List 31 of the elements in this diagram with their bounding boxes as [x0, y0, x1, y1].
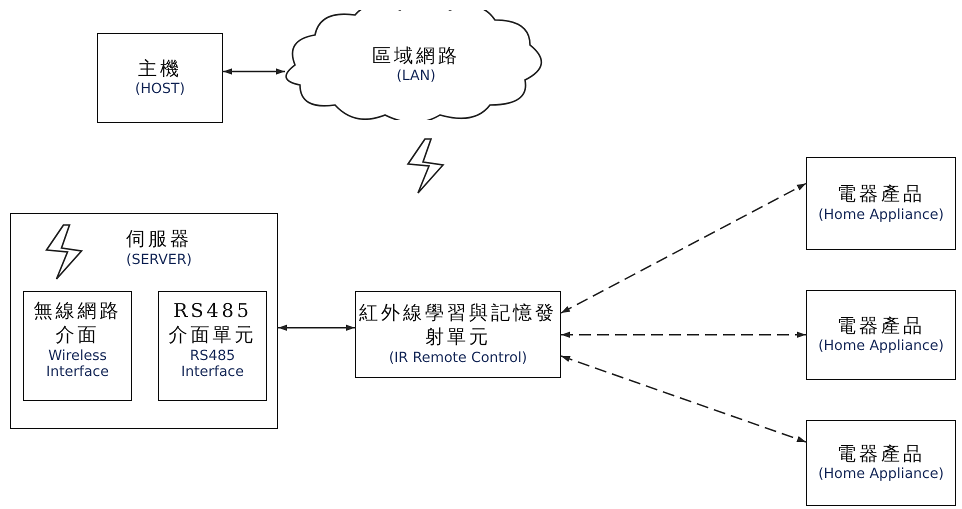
- box-subtitle: (Home Appliance): [818, 466, 944, 484]
- server-box: [10, 213, 278, 429]
- arrow: [278, 324, 355, 331]
- box-subtitle: (IR Remote Control): [388, 350, 528, 367]
- process-box: [23, 291, 132, 401]
- dashed-arrow: [560, 182, 806, 314]
- process-box: [806, 157, 956, 250]
- box-title: 電器產品: [837, 314, 925, 338]
- process-box: [806, 290, 956, 380]
- box-title: 區域網路: [372, 44, 460, 68]
- dashed-arrow: [560, 355, 806, 443]
- process-box: [158, 291, 267, 401]
- box-subtitle: (SERVER): [126, 252, 192, 269]
- box-subtitle: (Home Appliance): [818, 206, 944, 224]
- box-subtitle: Wireless Interface: [45, 348, 110, 382]
- box-title: 紅外線學習與記憶發射單元: [358, 302, 558, 350]
- box-title: 伺服器: [126, 228, 192, 252]
- box-subtitle: (LAN): [396, 68, 436, 86]
- box-title: 電器產品: [837, 442, 925, 466]
- process-box: [355, 291, 561, 378]
- dashed-arrow: [561, 332, 806, 338]
- box-title: 無線網路介面: [32, 300, 122, 348]
- box-title: 電器產品: [837, 183, 925, 207]
- box-subtitle: (Home Appliance): [818, 338, 944, 356]
- box-subtitle: RS485 Interface: [180, 348, 245, 382]
- box-title: RS485 介面單元: [168, 300, 258, 348]
- process-box: [806, 420, 956, 506]
- box-subtitle: (HOST): [135, 81, 185, 98]
- box-title: 主機: [138, 58, 182, 82]
- arrow: [223, 68, 285, 75]
- process-box: [97, 33, 223, 123]
